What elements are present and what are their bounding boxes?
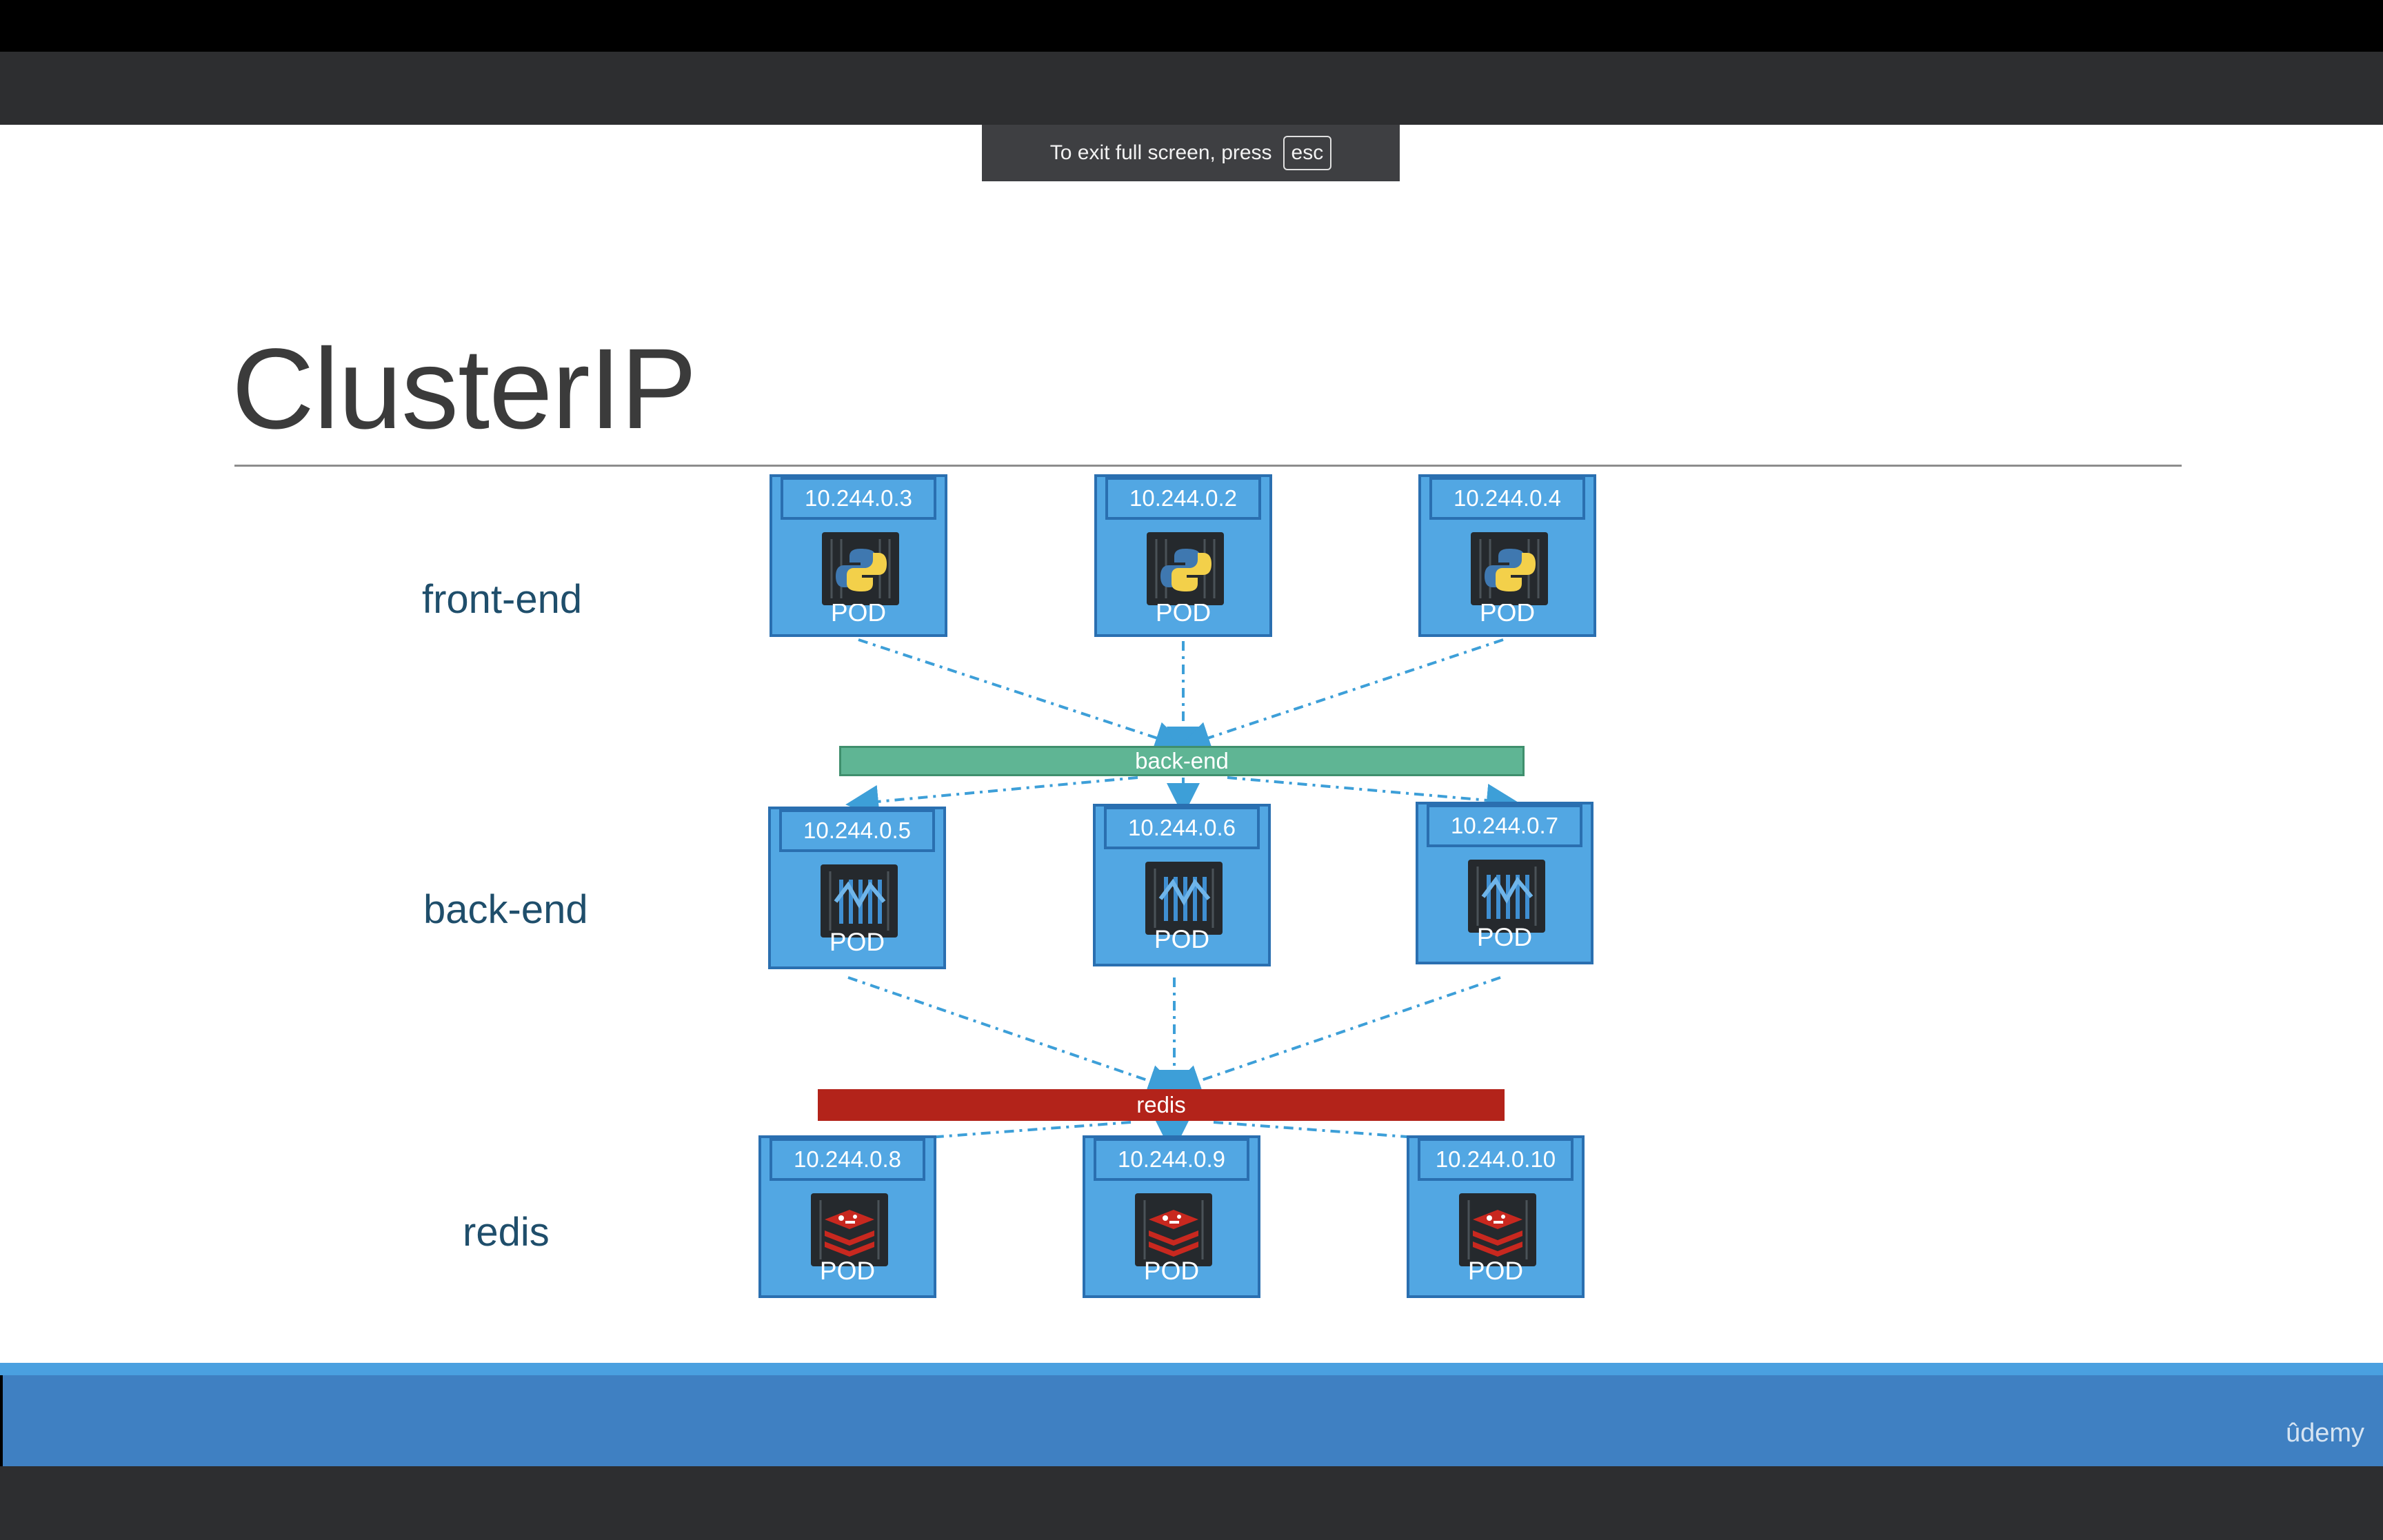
- backend-app-icon: [821, 864, 898, 938]
- python-icon: [1147, 532, 1224, 605]
- pod-back-end-3: 10.244.0.7 POD: [1416, 802, 1593, 964]
- pod-label: POD: [1143, 1257, 1200, 1285]
- pod-label: POD: [829, 928, 885, 956]
- connector-svc-be3: [1227, 776, 1520, 817]
- esc-key-badge[interactable]: esc: [1283, 136, 1332, 170]
- redis-icon: [1459, 1193, 1536, 1266]
- redis-icon: [1135, 1193, 1212, 1266]
- row-label-back-end: back-end: [423, 887, 588, 932]
- connector-be3-redis: [1167, 976, 1501, 1097]
- python-icon: [1471, 532, 1548, 605]
- pod-label: POD: [1467, 1257, 1524, 1285]
- pod-back-end-1: 10.244.0.5 POD: [768, 807, 946, 969]
- backend-app-icon: [1145, 862, 1223, 935]
- pod-ip: 10.244.0.4: [1429, 477, 1585, 520]
- pod-redis-1: 10.244.0.8 POD: [758, 1135, 936, 1298]
- connector-svc-be1: [845, 776, 1138, 818]
- pod-back-end-2: 10.244.0.6 POD: [1093, 804, 1271, 966]
- player-top-bar: [0, 52, 2383, 125]
- fullscreen-exit-toast: To exit full screen, press esc: [982, 125, 1400, 181]
- pod-label: POD: [819, 1257, 876, 1285]
- pod-ip: 10.244.0.7: [1427, 804, 1582, 847]
- slide-title: ClusterIP: [232, 325, 697, 453]
- pod-label: POD: [1155, 604, 1211, 622]
- pod-ip: 10.244.0.8: [770, 1138, 925, 1181]
- connector-redis-r1: [909, 1121, 1132, 1140]
- player-bottom-bar: [0, 1466, 2383, 1540]
- row-label-front-end: front-end: [422, 577, 583, 622]
- pod-ip: 10.244.0.6: [1104, 807, 1260, 849]
- fullscreen-toast-text: To exit full screen, press: [1049, 141, 1272, 164]
- connector-fe3-svc: [1177, 638, 1504, 754]
- pod-label: POD: [1479, 604, 1536, 622]
- service-bar-back-end: back-end: [839, 746, 1525, 776]
- redis-icon: [811, 1193, 888, 1266]
- backend-app-icon: [1468, 860, 1545, 933]
- pod-label: POD: [1476, 923, 1533, 951]
- connector-fe1-svc: [858, 638, 1188, 754]
- pod-ip: 10.244.0.9: [1094, 1138, 1249, 1181]
- python-icon: [822, 532, 899, 605]
- pod-ip: 10.244.0.2: [1105, 477, 1261, 520]
- pod-redis-2: 10.244.0.9 POD: [1083, 1135, 1260, 1298]
- slide-footer-band: [3, 1375, 2383, 1466]
- top-letterbox: [0, 0, 2383, 52]
- pod-ip: 10.244.0.3: [781, 477, 936, 520]
- service-bar-redis: redis: [818, 1089, 1505, 1121]
- pod-label: POD: [1154, 925, 1210, 953]
- connector-be1-redis: [847, 976, 1181, 1097]
- pod-front-end-1: 10.244.0.3 POD: [770, 474, 947, 637]
- udemy-logo: ûdemy: [2286, 1419, 2365, 1448]
- pod-ip: 10.244.0.10: [1418, 1138, 1573, 1181]
- row-label-redis: redis: [463, 1210, 550, 1255]
- slide-footer-accent: [0, 1363, 2383, 1375]
- title-divider: [234, 465, 2182, 467]
- pod-redis-3: 10.244.0.10 POD: [1407, 1135, 1585, 1298]
- pod-label: POD: [830, 604, 887, 622]
- connector-redis-r3: [1213, 1121, 1435, 1140]
- pod-front-end-3: 10.244.0.4 POD: [1418, 474, 1596, 637]
- pod-front-end-2: 10.244.0.2 POD: [1094, 474, 1272, 637]
- pod-ip: 10.244.0.5: [779, 809, 935, 852]
